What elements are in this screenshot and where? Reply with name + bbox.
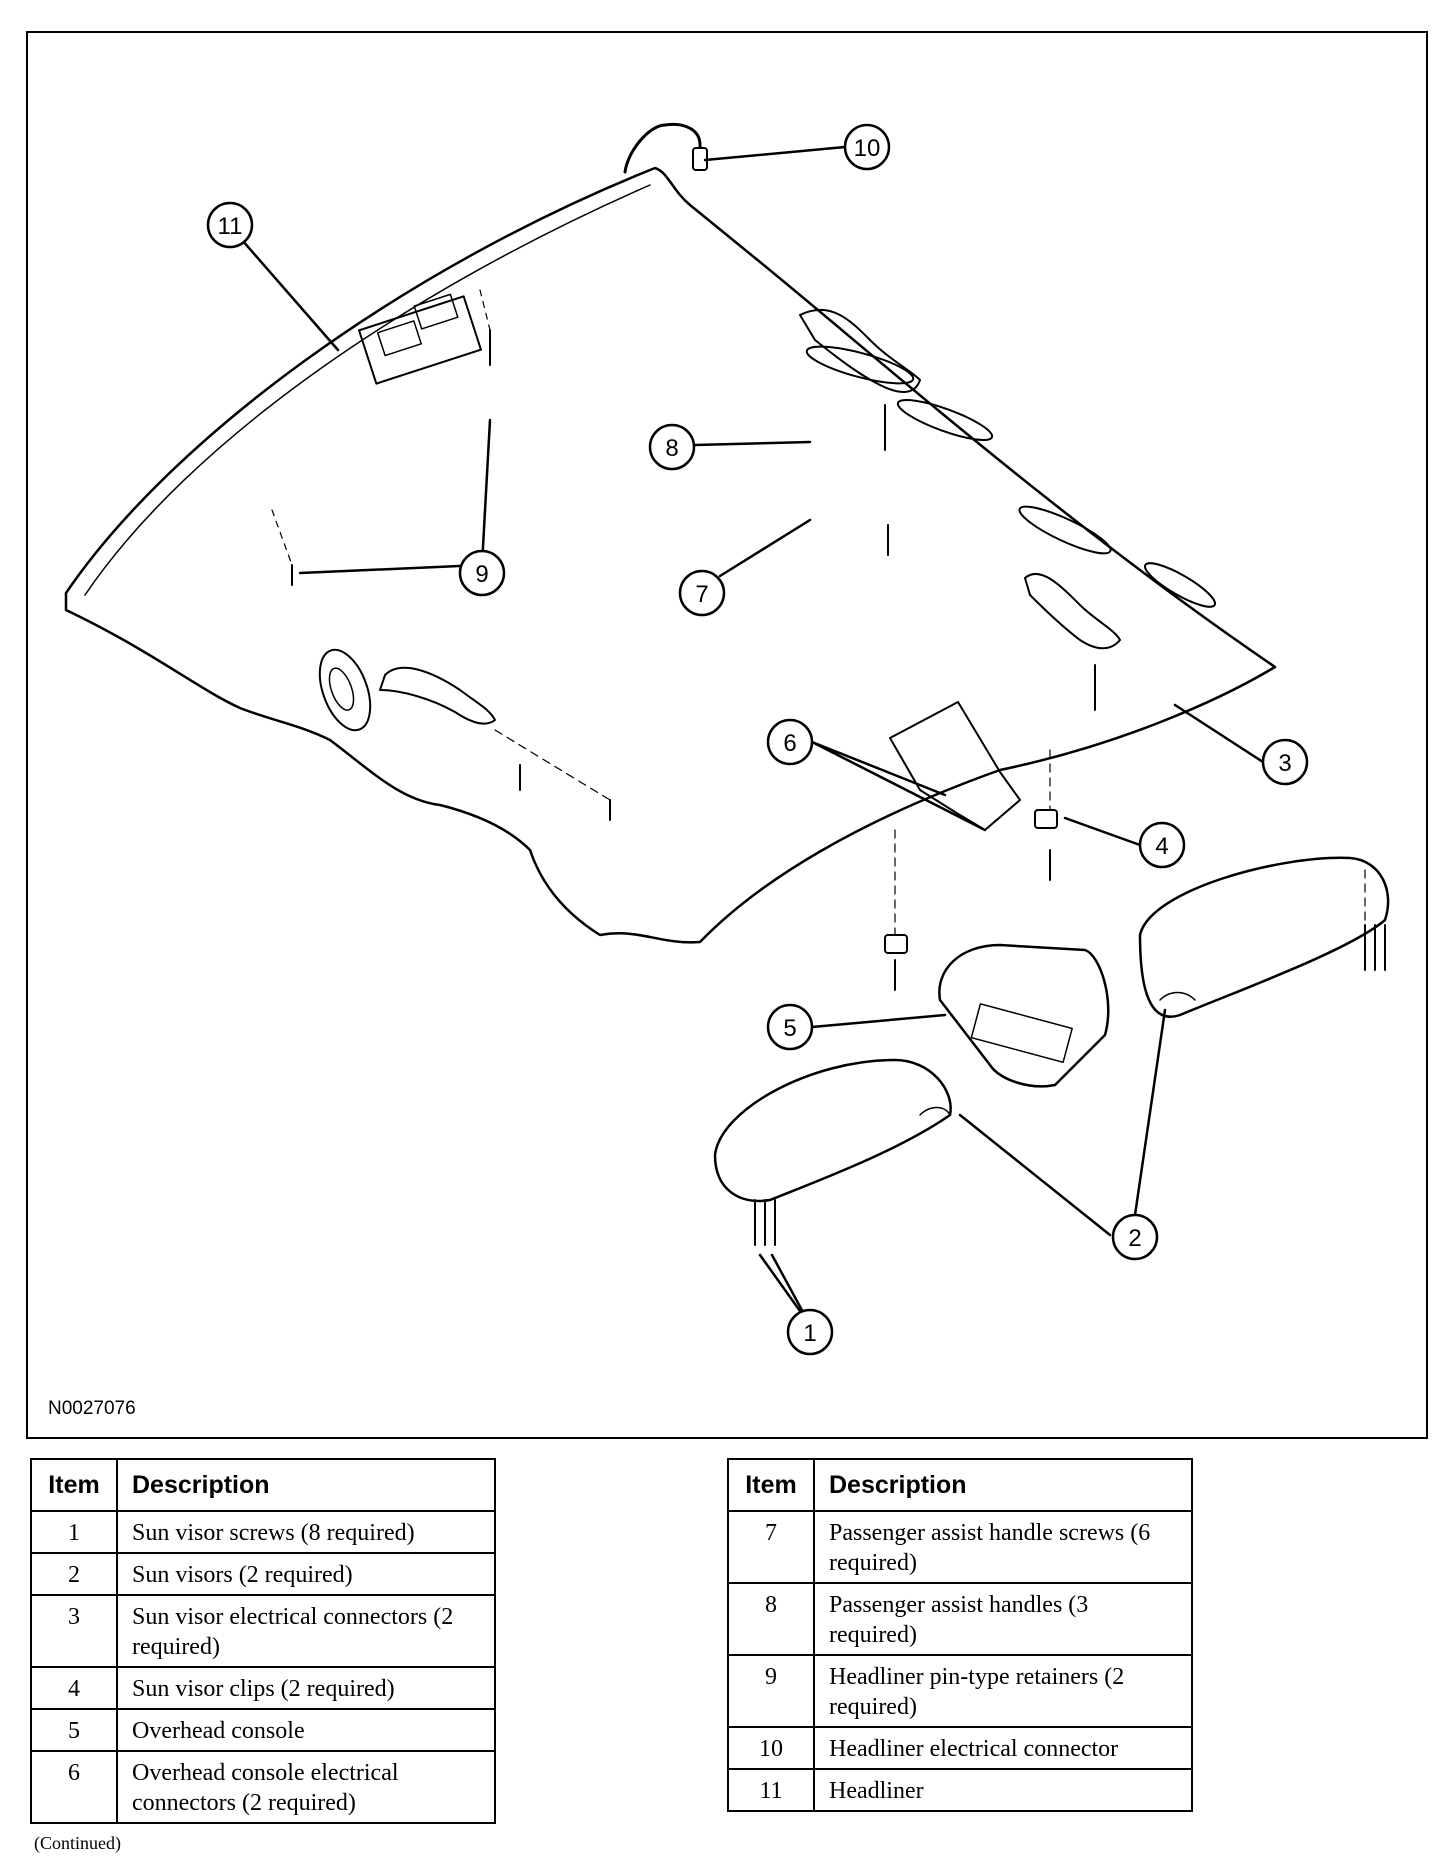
item-number: 2 (30, 1552, 118, 1596)
console-connector-pad (889, 701, 1021, 831)
item-number: 8 (727, 1582, 815, 1656)
sun-visor-left (713, 1058, 952, 1203)
item-number: 3 (30, 1594, 118, 1668)
legend-header-row: Item Description (30, 1458, 496, 1512)
item-description: Passenger assist handle screws (6 requir… (813, 1510, 1193, 1584)
callout-label-5: 5 (783, 1015, 796, 1042)
figure-frame (26, 31, 1428, 1439)
callout-label-2: 2 (1128, 1225, 1141, 1252)
callout-circle-7 (678, 569, 726, 617)
item-description: Sun visor clips (2 required) (116, 1666, 496, 1710)
callout-circle-5 (766, 1003, 814, 1051)
callout-label-6: 6 (783, 730, 796, 757)
continued-note: (Continued) (34, 1833, 121, 1853)
callout-circle-6 (766, 718, 814, 766)
leader-3 (1173, 703, 1265, 764)
sun-visor-right (1138, 856, 1390, 1018)
callout-circle-10 (843, 123, 891, 171)
callout-label-7: 7 (695, 581, 708, 608)
item-description: Passenger assist handles (3 required) (813, 1582, 1193, 1656)
leader-7 (718, 518, 812, 578)
leader-10 (703, 145, 847, 162)
callout-label-9: 9 (475, 561, 488, 588)
legend-header-item: Item (30, 1458, 118, 1512)
leader-9 (298, 418, 492, 575)
item-number: 4 (30, 1666, 118, 1710)
headliner-connector-cable (623, 122, 704, 174)
item-number: 9 (727, 1654, 815, 1728)
callout-circle-2 (1111, 1213, 1159, 1261)
item-number: 7 (727, 1510, 815, 1584)
item-number: 10 (727, 1726, 815, 1770)
item-description: Sun visor electrical connectors (2 requi… (116, 1594, 496, 1668)
assist-handle-right (1024, 572, 1121, 650)
leader-11 (240, 238, 340, 352)
item-description: Headliner pin-type retainers (2 required… (813, 1654, 1193, 1728)
figure-id: N0027076 (48, 1398, 136, 1419)
callout-label-10: 10 (854, 135, 881, 162)
legend-header-description: Description (813, 1458, 1193, 1512)
callout-label-11: 11 (218, 213, 243, 240)
leader-5 (810, 1013, 947, 1029)
assist-handle-rear (799, 308, 921, 393)
item-description: Headliner electrical connector (813, 1726, 1193, 1770)
callout-label-8: 8 (665, 435, 678, 462)
callout-circle-9 (458, 549, 506, 597)
callout-circle-4 (1138, 821, 1186, 869)
leader-4 (1063, 816, 1142, 847)
callout-circle-1 (786, 1308, 834, 1356)
item-number: 6 (30, 1750, 118, 1824)
item-description: Overhead console (116, 1708, 496, 1752)
item-description: Overhead console electrical connectors (… (116, 1750, 496, 1824)
leader-2 (958, 1008, 1167, 1237)
callout-label-4: 4 (1155, 833, 1168, 860)
callout-label-3: 3 (1278, 750, 1291, 777)
item-description: Sun visors (2 required) (116, 1552, 496, 1596)
item-description: Sun visor screws (8 required) (116, 1510, 496, 1554)
callout-circle-11 (206, 201, 254, 249)
item-description: Headliner (813, 1768, 1193, 1812)
assist-handle-left (379, 666, 496, 725)
item-number: 5 (30, 1708, 118, 1752)
callout-circle-8 (648, 423, 696, 471)
legend-header-row: Item Description (727, 1458, 1193, 1512)
leader-8 (693, 440, 812, 447)
leader-6 (810, 740, 987, 832)
legend-header-description: Description (116, 1458, 496, 1512)
legend-header-item: Item (727, 1458, 815, 1512)
item-number: 11 (727, 1768, 815, 1812)
callout-label-1: 1 (803, 1320, 816, 1347)
item-number: 1 (30, 1510, 118, 1554)
callout-circle-3 (1261, 738, 1309, 786)
overhead-console (938, 943, 1110, 1088)
headliner-outline (64, 166, 1277, 944)
